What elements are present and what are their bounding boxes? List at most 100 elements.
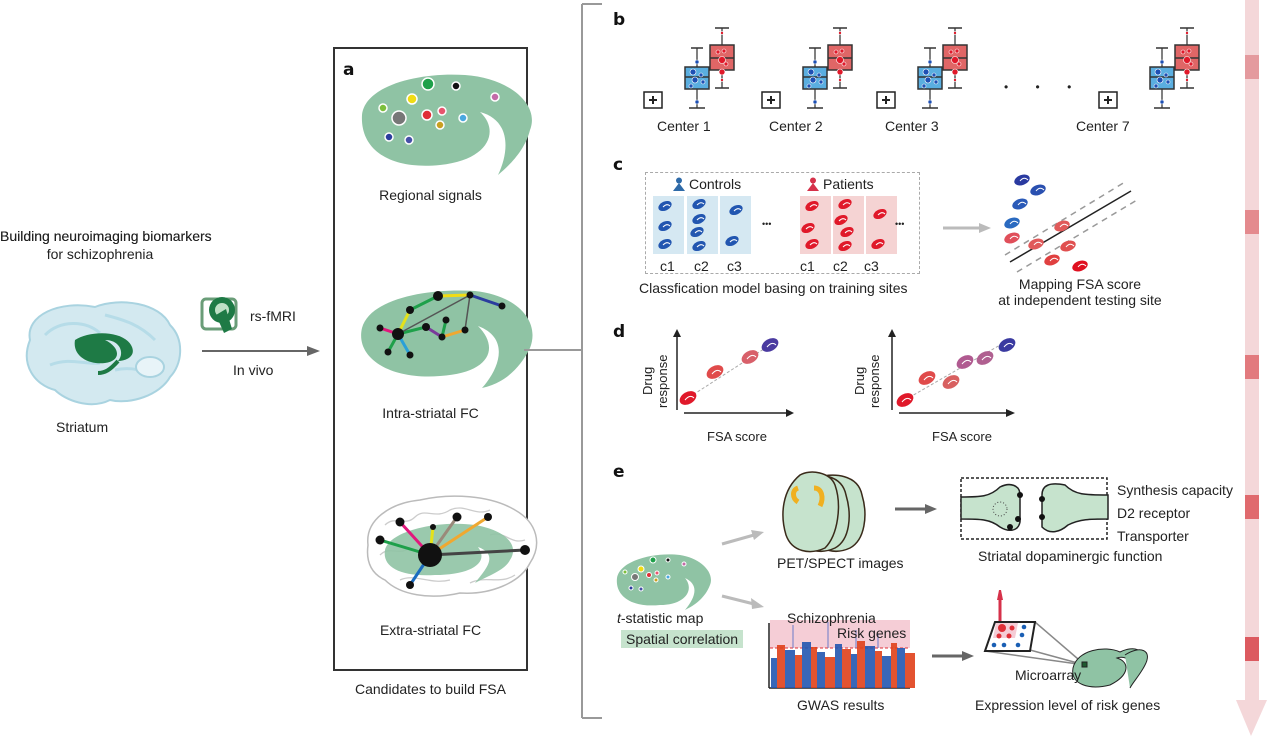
expression-caption: Expression level of risk genes [975, 697, 1161, 713]
controls-ellipsis: ••• [762, 219, 772, 229]
striatum-icon [74, 333, 133, 375]
control-subject [658, 220, 672, 232]
patient-point [953, 31, 957, 35]
patient-subject [1060, 240, 1076, 252]
patient-point [723, 61, 729, 67]
t-italic: t [617, 610, 621, 626]
signal-dot [458, 113, 468, 123]
chromosome-bar [811, 647, 817, 688]
training-caption: Classfication model basing on training s… [639, 280, 908, 296]
patient-subject [1004, 232, 1020, 244]
patient-point [948, 49, 954, 55]
intra-striatal-fc-label: Intra-striatal FC [382, 405, 479, 421]
intro-title-line1: Building neuroimaging biomarkers [0, 228, 212, 244]
chromosome-bar [857, 641, 865, 688]
chromosome-bar [851, 654, 857, 688]
controls-label: Controls [689, 176, 742, 192]
arrow-to-synapse [895, 504, 937, 514]
control-point [924, 76, 932, 84]
scanner-label: rs-fMRI [250, 308, 296, 324]
chromosome-bar [825, 657, 835, 688]
patient-response-point [706, 365, 724, 379]
drug-response-plot-1 [673, 329, 794, 417]
control-point [922, 68, 930, 76]
panel-b-letter: b [613, 10, 626, 30]
control-subject [692, 198, 706, 210]
control-point [694, 59, 700, 65]
pet-spect-images [782, 471, 866, 553]
control-point [931, 72, 937, 78]
signal-dot [421, 77, 435, 91]
patients-boxplot [709, 27, 735, 89]
control-point [1159, 59, 1165, 65]
chromosome-bar [865, 646, 875, 688]
patient-response-point [998, 338, 1016, 352]
patient-point [1183, 68, 1191, 76]
panel-d-letter: d [613, 322, 626, 342]
control-point [806, 83, 812, 89]
intro-title-line2: for schizophrenia [46, 246, 154, 262]
patient-col-c1: c1 [800, 258, 815, 274]
patient-point [1183, 56, 1191, 64]
signal-dot [435, 120, 445, 130]
chromosome-bar [802, 642, 811, 688]
control-subject [692, 240, 706, 252]
patients-label: Patients [823, 176, 874, 192]
patient-point [954, 48, 960, 54]
plot2-xlabel: FSA score [932, 429, 992, 444]
plot1-xlabel: FSA score [707, 429, 767, 444]
plot1-ylabel-line1: Drug [640, 366, 655, 395]
microarray-illustration [983, 590, 1148, 689]
patient-point [956, 61, 962, 67]
intra-striatal-fc-illustration [361, 290, 533, 388]
patient-point [951, 68, 959, 76]
in-vivo-label: In vivo [233, 362, 274, 378]
training-sites-box [645, 172, 920, 274]
bracket-connector [524, 3, 602, 719]
chromosome-bar [897, 648, 905, 688]
signal-dot [384, 132, 394, 142]
d2-receptor-label: D2 receptor [1117, 505, 1191, 521]
patient-response-point [918, 371, 936, 385]
patient-point [1188, 61, 1194, 67]
t-statistic-map-illustration [616, 554, 711, 610]
control-subject [729, 204, 743, 216]
panel-c-letter: c [613, 155, 624, 175]
patient-response-point [679, 391, 697, 405]
signal-dot [490, 92, 500, 102]
control-subject [658, 200, 672, 212]
control-point [700, 79, 706, 85]
patient-point [720, 78, 724, 82]
panel-e-letter: e [613, 462, 625, 482]
plot1-ylabel-line2: response [655, 354, 670, 408]
regional-signals-illustration [361, 74, 532, 175]
control-col-c3: c3 [727, 258, 742, 274]
control-subject [1014, 174, 1030, 186]
patient-subject [1044, 254, 1060, 266]
chromosome-bar [835, 644, 842, 688]
gwas-manhattan-plot [768, 620, 915, 689]
arrow-segment [1245, 210, 1259, 234]
arrow-to-gwas [721, 594, 764, 609]
arrow-to-microarray [932, 651, 974, 661]
extra-striatal-fc-illustration [366, 495, 538, 597]
chromosome-bar [875, 651, 882, 688]
control-subject [692, 213, 706, 225]
patients-person-icon [807, 177, 819, 191]
arrow-segment [1245, 55, 1259, 79]
striatum-label: Striatum [56, 419, 109, 435]
signal-dot [406, 93, 418, 105]
controls-person-icon [673, 177, 685, 191]
control-col-c1: c1 [660, 258, 675, 274]
spatial-correlation-badge: Spatial correlation [621, 630, 744, 648]
center-boxplots [643, 27, 1200, 109]
progress-arrow [1236, 0, 1267, 736]
in-vivo-arrow [202, 346, 320, 356]
control-site-column [720, 196, 751, 254]
t-statistic-rest: -statistic map [620, 610, 704, 626]
control-col-c2: c2 [694, 258, 709, 274]
patient-point [951, 56, 959, 64]
control-point [1154, 68, 1162, 76]
patient-point [839, 48, 845, 54]
mri-scanner-icon [200, 297, 238, 333]
